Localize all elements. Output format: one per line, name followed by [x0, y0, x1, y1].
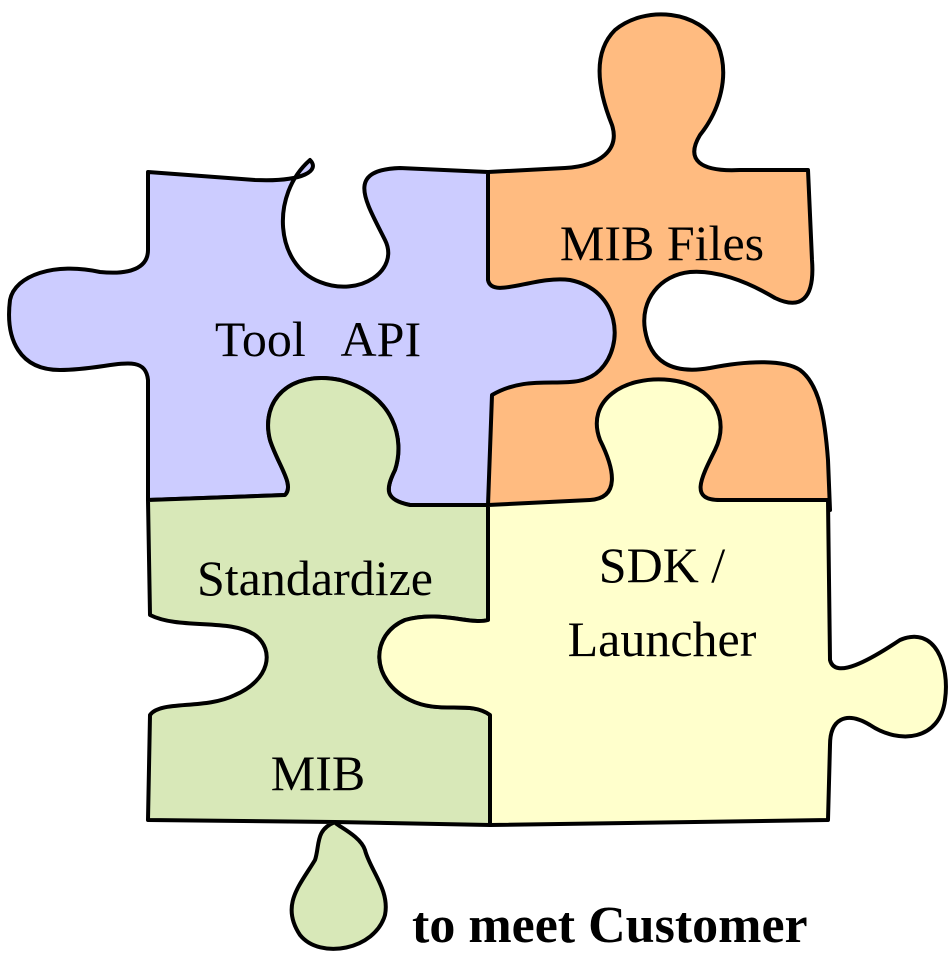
caption-text: to meet Customer [412, 897, 808, 954]
mib-files-label: MIB Files [560, 215, 764, 271]
sdk-label: SDK / [599, 537, 726, 593]
sdk-launcher-piece [377, 377, 948, 827]
mib-files-piece [486, 12, 832, 512]
mib-label: MIB [271, 745, 365, 801]
standardize-mib-piece [146, 376, 492, 951]
launcher-label: Launcher [568, 611, 757, 667]
standardize-label: Standardize [197, 550, 433, 606]
tool-api-label: Tool API [215, 311, 421, 367]
